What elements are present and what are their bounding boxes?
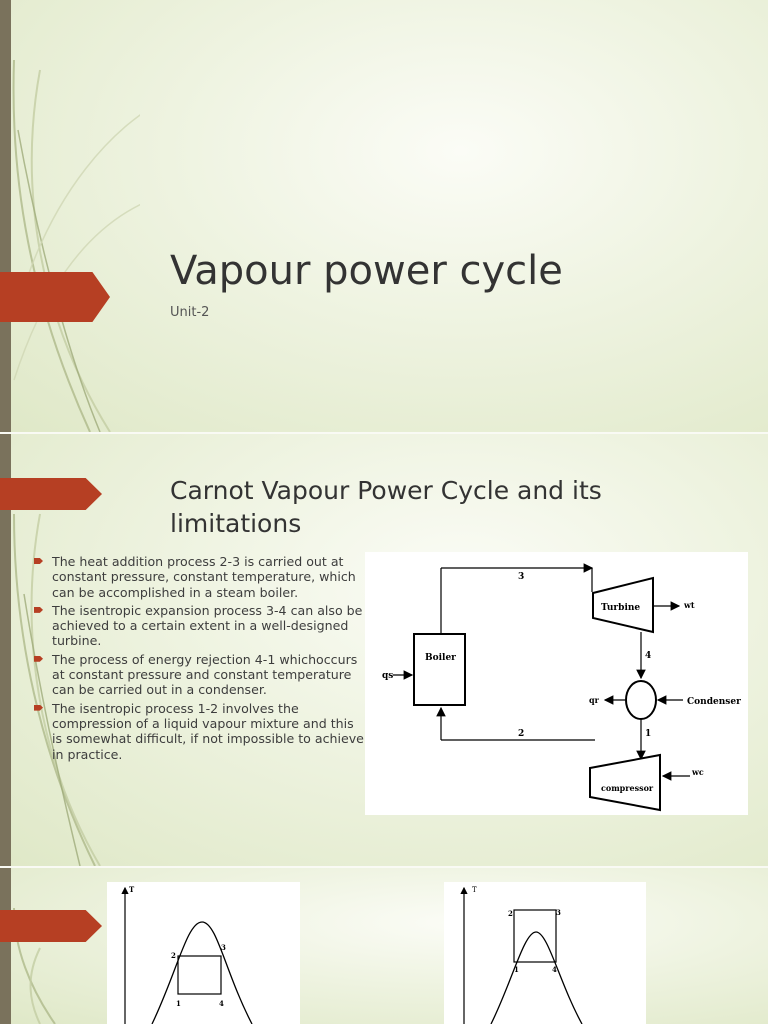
point-1-label: 1 xyxy=(514,965,519,974)
state-4-label: 4 xyxy=(645,651,651,661)
left-bar xyxy=(0,0,11,432)
decorative-curves xyxy=(13,907,56,1024)
saturation-dome xyxy=(490,931,583,1024)
bullet-list: The heat addition process 2-3 is carried… xyxy=(30,554,365,765)
list-item: The isentropic expansion process 3-4 can… xyxy=(30,603,365,649)
wc-label: wc xyxy=(691,767,704,777)
state-1-label: 1 xyxy=(645,729,651,739)
t-axis-label: T xyxy=(472,886,477,894)
cycle-rectangle xyxy=(177,955,222,995)
t-axis-label: T xyxy=(129,885,135,894)
accent-tab xyxy=(0,272,110,322)
slide-title-text: Vapour power cycle xyxy=(170,248,563,294)
slide-subtitle: Unit-2 xyxy=(170,305,210,320)
state-3-label: 3 xyxy=(518,572,524,582)
point-4-label: 4 xyxy=(219,999,224,1008)
slide-separator xyxy=(0,432,768,434)
point-3-label: 3 xyxy=(556,908,561,917)
qr-label: qr xyxy=(589,695,600,705)
condenser-label: Condenser xyxy=(687,697,741,707)
slide-separator xyxy=(0,866,768,868)
decorative-curves xyxy=(12,59,140,432)
bullet-arrow-icon xyxy=(34,655,43,662)
slide-title: Vapour power cycle Unit-2 xyxy=(0,0,768,432)
accent-tab xyxy=(0,910,102,942)
left-bar xyxy=(0,868,11,1024)
slide-ts-diagrams: T 2 3 1 4 T 2 3 1 4 xyxy=(0,868,768,1024)
point-2-label: 2 xyxy=(508,909,513,918)
slide-heading: Carnot Vapour Power Cycle and its limita… xyxy=(170,476,602,538)
point-3-label: 3 xyxy=(221,943,226,952)
compressor-label: compressor xyxy=(601,783,654,793)
slide-carnot: Carnot Vapour Power Cycle and its limita… xyxy=(0,434,768,866)
wt-label: wt xyxy=(683,600,695,610)
carnot-cycle-diagram: Boiler qs 3 Turbine wt 4 Condenser qr xyxy=(365,552,748,815)
bullet-arrow-icon xyxy=(34,558,43,564)
ts-diagram-right: T 2 3 1 4 xyxy=(444,882,646,1024)
bullet-arrow-icon xyxy=(34,606,43,613)
decorative-curves xyxy=(13,513,101,866)
bullet-arrow-icon xyxy=(34,704,43,711)
state-2-label: 2 xyxy=(518,729,524,739)
bullet-text: The isentropic expansion process 3-4 can… xyxy=(52,602,363,649)
compressor-shape xyxy=(589,753,661,812)
saturation-dome xyxy=(151,921,253,1024)
qs-label: qs xyxy=(382,671,393,681)
turbine-shape xyxy=(592,576,654,634)
ts-diagram-left: T 2 3 1 4 xyxy=(107,882,300,1024)
condenser-shape xyxy=(625,680,657,720)
list-item: The process of energy rejection 4-1 whic… xyxy=(30,652,365,698)
cycle-rectangle xyxy=(513,909,557,963)
left-bar xyxy=(0,434,11,866)
point-4-label: 4 xyxy=(552,965,557,974)
list-item: The heat addition process 2-3 is carried… xyxy=(30,554,365,600)
turbine-label: Turbine xyxy=(601,603,640,613)
boiler-box xyxy=(413,633,466,706)
list-item: The isentropic process 1-2 involves the … xyxy=(30,701,365,762)
bullet-text: The isentropic process 1-2 involves the … xyxy=(52,700,364,762)
bullet-text: The process of energy rejection 4-1 whic… xyxy=(52,651,358,698)
bullet-text: The heat addition process 2-3 is carried… xyxy=(52,554,356,600)
accent-tab xyxy=(0,478,102,510)
point-2-label: 2 xyxy=(171,951,176,960)
point-1-label: 1 xyxy=(176,999,181,1008)
boiler-label: Boiler xyxy=(425,653,456,663)
